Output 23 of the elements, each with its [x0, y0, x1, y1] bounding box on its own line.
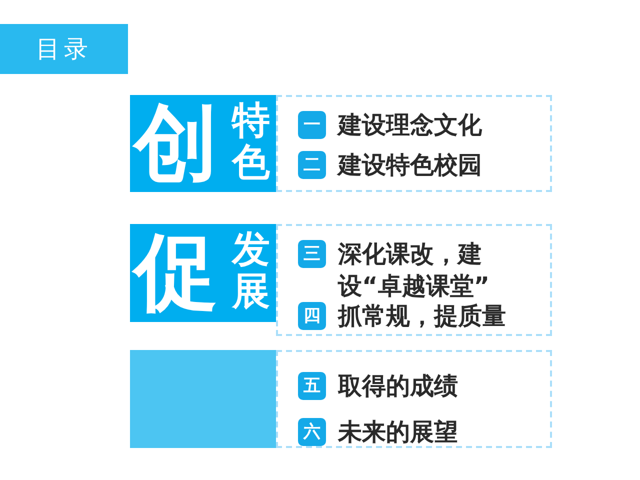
menu-item-text: 建设理念文化	[338, 110, 483, 141]
vertical-subtitle: 特色	[232, 99, 270, 183]
dashed-frame	[276, 224, 552, 336]
menu-item-text: 深化课改，建设“卓越课堂”	[338, 239, 491, 302]
large-character: 创	[134, 97, 218, 189]
menu-item-text: 抓常规，提质量	[338, 301, 507, 332]
section-heading-block	[130, 224, 276, 322]
menu-item-text: 建设特色校园	[338, 150, 483, 181]
number-badge: 一	[298, 111, 326, 139]
dashed-frame	[276, 350, 552, 448]
section-heading-block	[130, 95, 276, 192]
number-badge: 四	[298, 302, 326, 330]
number-badge: 三	[298, 240, 326, 268]
large-character: 促	[134, 226, 218, 318]
title-tab: 目录	[0, 24, 128, 74]
dashed-frame	[276, 95, 552, 192]
number-badge: 六	[298, 418, 326, 446]
menu-item-text: 取得的成绩	[338, 371, 459, 402]
menu-item-text: 未来的展望	[338, 417, 459, 448]
number-badge: 五	[298, 372, 326, 400]
number-badge: 二	[298, 151, 326, 179]
vertical-subtitle: 发展	[232, 228, 270, 312]
color-block	[130, 350, 276, 448]
